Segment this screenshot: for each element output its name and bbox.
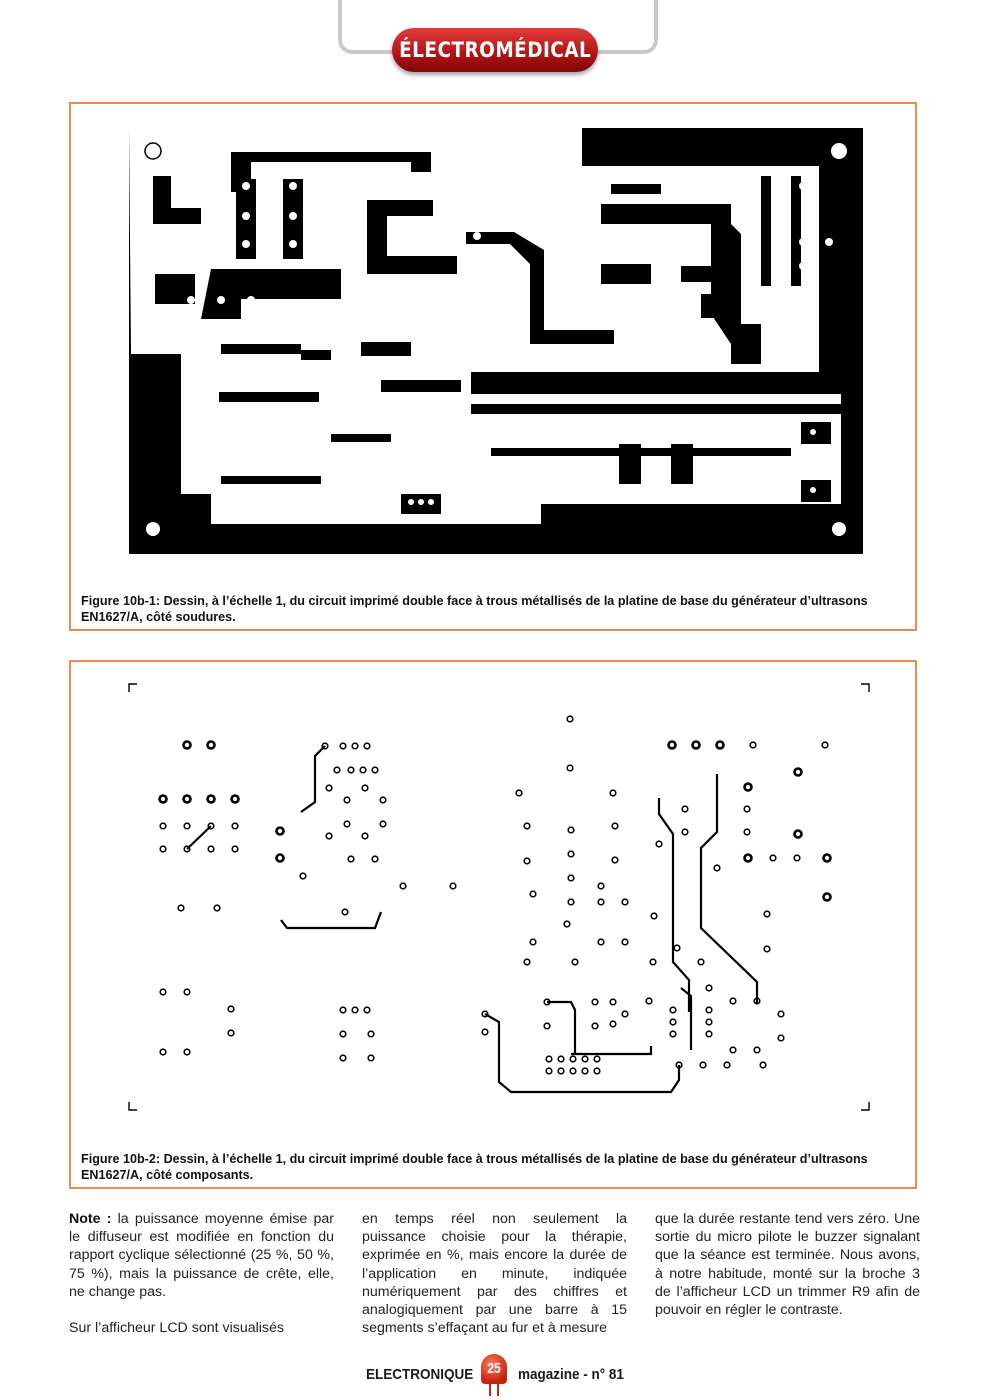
paragraph-text: Sur l’afficheur LCD sont visualisés (69, 1320, 285, 1337)
paragraph-text: en temps réel non seulement la puissance… (362, 1211, 627, 1337)
note-lead: Note : (69, 1211, 112, 1227)
footer-magazine-name: ELECTRONIQUE (366, 1366, 474, 1383)
figure-10b-1: Figure 10b-1: Dessin, à l’échelle 1, du … (69, 102, 917, 631)
paragraph: en temps réel non seulement la puissance… (362, 1210, 627, 1337)
paragraph: Note : la puissance moyenne émise par le… (69, 1210, 334, 1301)
page-number: 25 (487, 1360, 501, 1377)
paragraph-text: la puissance moyenne émise par le diffus… (69, 1211, 334, 1300)
text-column-3: que la durée restante tend vers zéro. Un… (655, 1210, 920, 1337)
led-page-number-icon: 25 (481, 1354, 507, 1396)
paragraph: que la durée restante tend vers zéro. Un… (655, 1210, 920, 1319)
section-title: ÉLECTROMÉDICAL (398, 38, 592, 62)
page-footer: ELECTRONIQUE 25 magazine - n° 81 (0, 1354, 989, 1396)
figure-caption: Figure 10b-2: Dessin, à l’échelle 1, du … (81, 1152, 868, 1182)
figure-caption: Figure 10b-1: Dessin, à l’échelle 1, du … (81, 594, 868, 624)
section-badge: ÉLECTROMÉDICAL (392, 28, 598, 72)
figure-10b-2: Figure 10b-2: Dessin, à l’échelle 1, du … (69, 660, 917, 1189)
pcb-solder-side-drawing (129, 128, 863, 554)
pcb-component-side-drawing (128, 683, 870, 1111)
text-column-1: Note : la puissance moyenne émise par le… (69, 1210, 334, 1355)
paragraph: Sur l’afficheur LCD sont visualisés (69, 1319, 334, 1337)
paragraph-text: que la durée restante tend vers zéro. Un… (655, 1211, 920, 1319)
text-column-2: en temps réel non seulement la puissance… (362, 1210, 627, 1355)
footer-issue: magazine - n° 81 (518, 1366, 624, 1383)
